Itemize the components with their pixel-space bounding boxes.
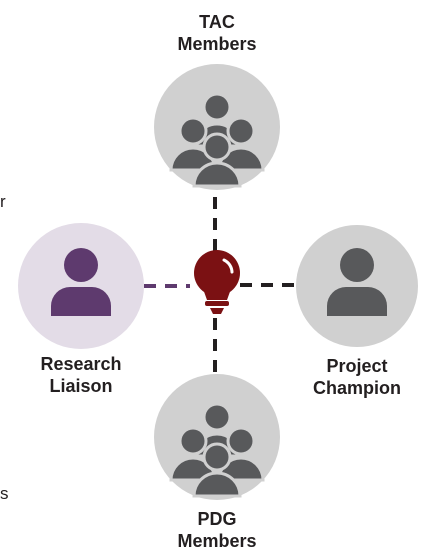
tac-label-line1: TAC [199,12,235,32]
pdg-node [154,374,280,500]
project-node [296,225,418,347]
edge-fragment-left-mid: r [0,192,6,211]
research-node [18,223,144,349]
group-icon [169,92,265,188]
pdg-label: PDG Members [157,508,277,552]
bulb-highlight [222,258,234,274]
research-label-line1: Research [40,354,122,374]
project-label: Project Champion [292,355,422,399]
pdg-label-line2: Members [177,531,257,551]
pdg-label-line1: PDG [197,509,237,529]
research-circle [18,223,144,349]
person-icon [51,248,111,316]
research-label: Research Liaison [16,353,146,397]
project-label-line1: Project [326,356,388,376]
project-circle [296,225,418,347]
tac-node [154,64,280,190]
person-icon [327,248,387,316]
edge-fragment-left-bottom: s [0,484,9,503]
research-label-line2: Liaison [49,376,113,396]
lightbulb-icon [194,250,240,314]
tac-label-line2: Members [177,34,257,54]
group-icon [169,402,265,498]
tac-label: TAC Members [157,11,277,55]
project-label-line2: Champion [313,378,401,398]
